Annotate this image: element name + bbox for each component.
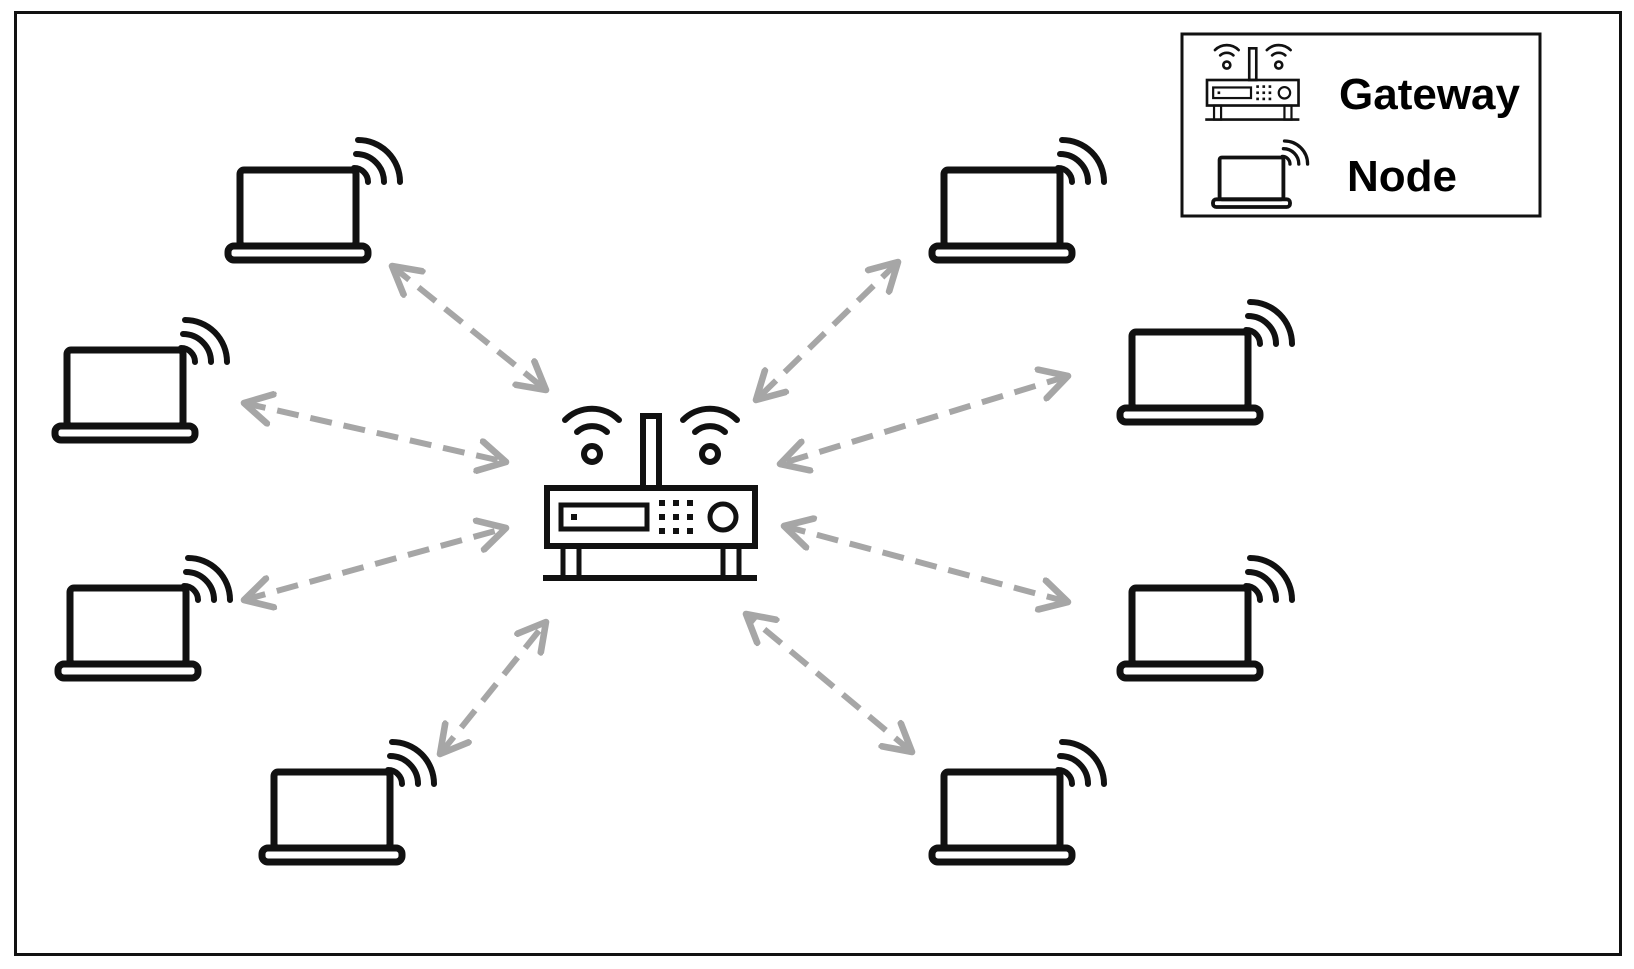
node-upper-right-icon — [1120, 302, 1292, 422]
links-group — [244, 262, 1068, 754]
legend-gateway-label: Gateway — [1339, 70, 1521, 119]
link-top-right-arrow — [756, 262, 898, 400]
link-upper-left-arrow — [244, 403, 506, 462]
node-top-left-icon — [228, 140, 400, 260]
link-lower-right-arrow — [784, 526, 1068, 602]
gateway-router-icon — [543, 409, 757, 578]
node-lower-right-icon — [1120, 558, 1292, 678]
link-upper-right-arrow — [780, 376, 1068, 464]
node-lower-left-icon — [58, 558, 230, 678]
node-top-right-icon — [932, 140, 1104, 260]
link-top-left-arrow — [392, 266, 546, 390]
diagram-frame — [14, 11, 1622, 956]
node-bottom-right-icon — [932, 742, 1104, 862]
legend-box — [1180, 32, 1542, 218]
link-bottom-right-arrow — [746, 614, 912, 752]
link-bottom-left-arrow — [440, 622, 546, 754]
legend: Gateway Node — [1180, 32, 1542, 218]
legend-node-label: Node — [1347, 152, 1457, 201]
node-upper-left-icon — [55, 320, 227, 440]
node-bottom-left-icon — [262, 742, 434, 862]
link-lower-left-arrow — [244, 528, 506, 600]
